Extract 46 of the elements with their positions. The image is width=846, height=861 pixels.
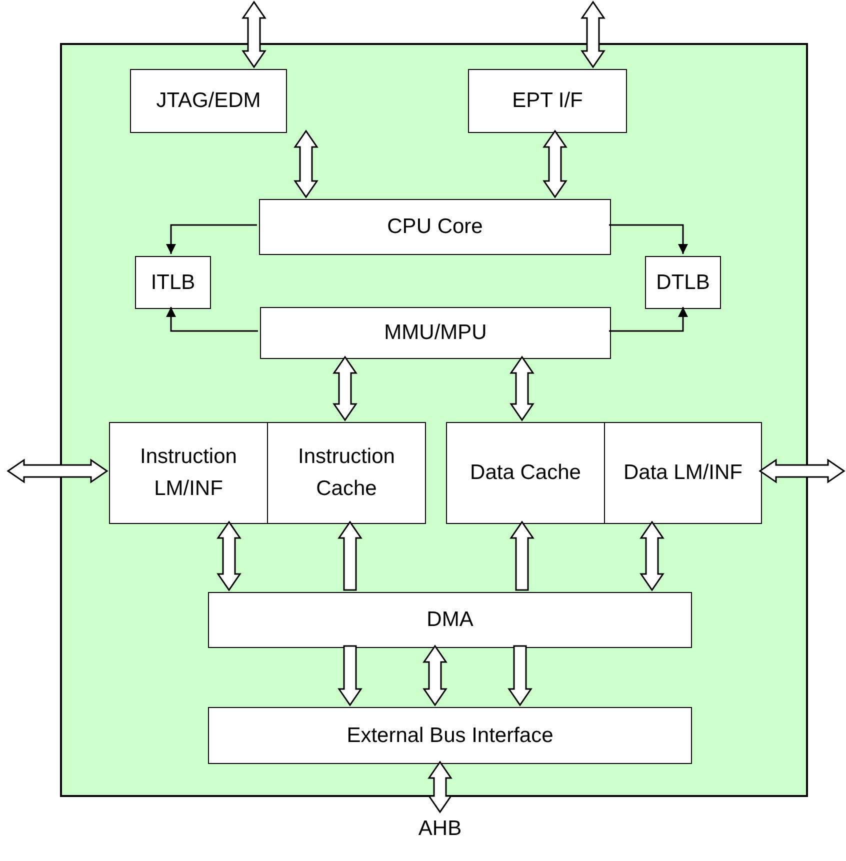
block-label: Instruction LM/INF (139, 444, 238, 502)
block-label: DTLB (656, 270, 710, 296)
double-block-arrow (580, 0, 606, 68)
arrow (166, 224, 257, 254)
block-arrow (508, 645, 532, 706)
double-block-arrow (510, 356, 534, 422)
double-block-arrow (332, 356, 358, 422)
chip-block (60, 43, 808, 797)
process-box (446, 422, 605, 524)
block-label: JTAG/EDM (156, 88, 261, 114)
double-block-arrow (422, 644, 448, 706)
process-box (259, 199, 611, 255)
block-arrow (338, 645, 362, 706)
double-block-arrow (758, 458, 846, 484)
block-label: DMA (426, 607, 474, 633)
process-box (208, 707, 692, 764)
block-label: EPT I/F (512, 88, 583, 114)
process-box (604, 422, 762, 524)
block-label: ITLB (150, 270, 196, 296)
double-block-arrow (6, 458, 108, 484)
block-label: Instruction Cache (297, 444, 396, 502)
block-arrow (510, 520, 534, 591)
process-box (267, 422, 426, 524)
double-block-arrow (428, 760, 452, 814)
arrow (609, 307, 688, 332)
arrow (609, 224, 688, 254)
process-box (130, 69, 287, 133)
process-box (645, 256, 721, 309)
double-block-arrow (640, 520, 664, 592)
block-label: CPU Core (387, 214, 483, 240)
arrow (166, 307, 258, 332)
block-label: External Bus Interface (346, 722, 554, 748)
double-block-arrow (542, 130, 568, 198)
process-box (260, 307, 611, 359)
double-block-arrow (242, 0, 266, 68)
process-box (109, 422, 268, 524)
block-label: Data Cache (470, 460, 581, 486)
process-box (468, 69, 627, 133)
block-arrow (338, 520, 362, 591)
block-label: AHB (418, 816, 462, 842)
block-label: Data LM/INF (623, 460, 743, 486)
process-box (208, 592, 692, 648)
block-label: MMU/MPU (384, 320, 487, 346)
double-block-arrow (216, 520, 242, 592)
double-block-arrow (294, 130, 318, 198)
process-box (135, 256, 211, 309)
